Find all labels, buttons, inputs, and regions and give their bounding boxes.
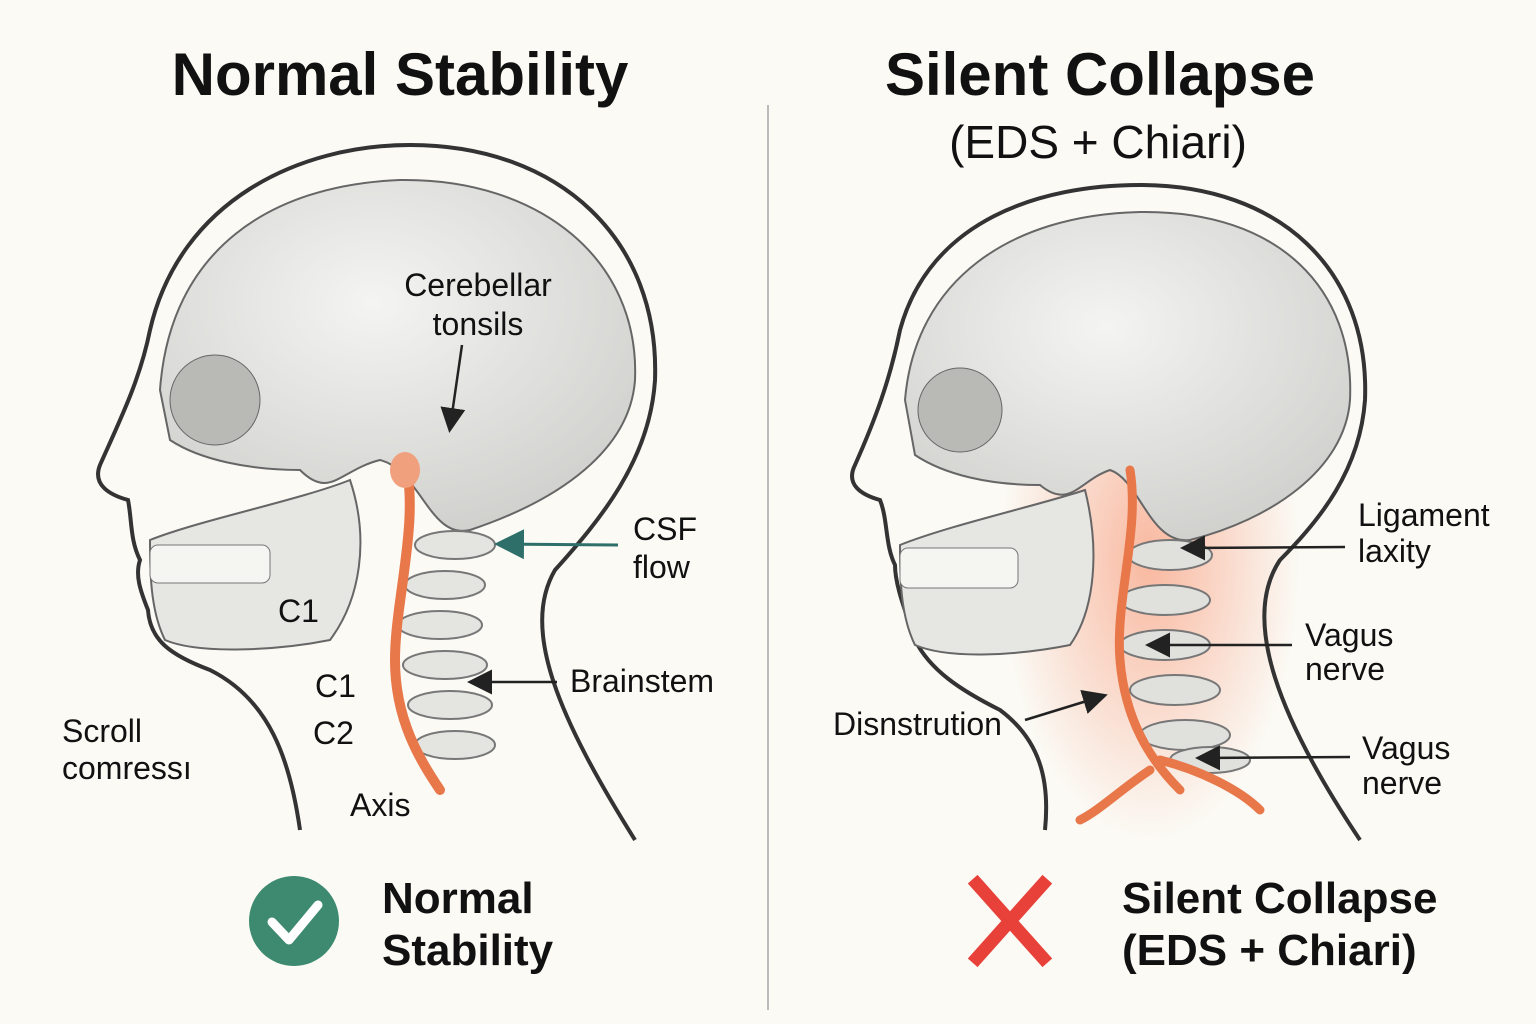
label-disruption: Disnstrution xyxy=(833,706,1002,742)
label-vagus-2: Vagus xyxy=(1362,730,1450,766)
head-outline xyxy=(96,142,658,842)
spinal-cord xyxy=(389,455,445,795)
label-vagus-1: Vagus xyxy=(1305,617,1393,653)
right-subtitle: (EDS + Chiari) xyxy=(949,116,1247,168)
right-panel: Silent Collapse (EDS + Chiari) Ligament … xyxy=(833,41,1490,975)
skull xyxy=(903,210,1352,542)
label-c2: C2 xyxy=(313,715,354,751)
eye-socket xyxy=(917,367,1003,453)
teeth xyxy=(899,547,1019,589)
eye-socket xyxy=(169,354,261,446)
footer-eds-chiari: (EDS + Chiari) xyxy=(1122,926,1417,975)
vertebrae xyxy=(397,530,496,760)
arrow-disruption xyxy=(1024,689,1108,722)
label-csf: CSF xyxy=(633,511,697,547)
label-ligament: Ligament xyxy=(1358,497,1490,533)
label-flow: flow xyxy=(633,549,691,585)
x-mark-icon xyxy=(967,874,1053,968)
label-c1: C1 xyxy=(315,668,356,704)
label-brainstem: Brainstem xyxy=(570,663,714,699)
label-tonsils: tonsils xyxy=(433,306,524,342)
label-scroll: Scroll xyxy=(62,713,142,749)
footer-normal: Normal xyxy=(382,874,534,923)
label-laxity: laxity xyxy=(1358,533,1431,569)
label-cerebellar: Cerebellar xyxy=(404,267,552,303)
arrow-tonsils xyxy=(440,344,466,433)
vertebrae xyxy=(1119,539,1251,774)
label-axis: Axis xyxy=(350,787,410,823)
label-c1-jaw: C1 xyxy=(278,593,319,629)
arrow-ligament xyxy=(1180,535,1346,561)
arrow-csf xyxy=(494,529,619,560)
spinal-cord xyxy=(1075,465,1265,825)
skull xyxy=(158,178,637,532)
label-nerve-2: nerve xyxy=(1362,765,1442,801)
footer-silent-collapse: Silent Collapse xyxy=(1122,874,1437,923)
label-nerve-1: nerve xyxy=(1305,651,1385,687)
check-mark xyxy=(267,900,323,945)
label-compression: comressı xyxy=(62,750,192,786)
check-circle-icon xyxy=(249,876,339,966)
cerebellar-tonsil xyxy=(390,452,420,488)
right-title: Silent Collapse xyxy=(885,41,1315,108)
footer-stability: Stability xyxy=(382,926,554,975)
teeth xyxy=(149,544,271,584)
left-panel: Normal Stability Cerebellar tonsils CSF … xyxy=(62,41,714,975)
arrow-vagus-2 xyxy=(1195,745,1351,771)
left-title: Normal Stability xyxy=(172,41,629,108)
